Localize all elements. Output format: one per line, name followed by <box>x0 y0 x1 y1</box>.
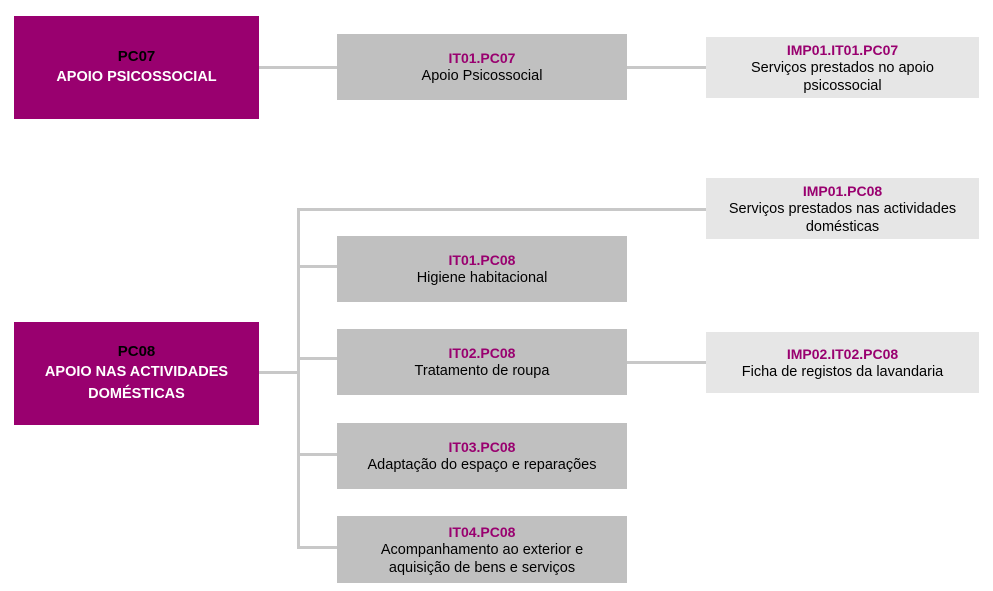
connector-spine-it02-pc08 <box>297 357 338 360</box>
instruction-label: Tratamento de roupa <box>414 363 550 379</box>
record-code: IMP01.PC08 <box>802 182 883 199</box>
connector-spine-it01-pc08 <box>297 265 338 268</box>
process-title: APOIO NAS ACTIVIDADES DOMÉSTICAS <box>44 363 229 402</box>
process-title: APOIO PSICOSSOCIAL <box>56 68 217 85</box>
instruction-code: IT03.PC08 <box>448 439 516 455</box>
record-code: IMP01.IT01.PC07 <box>786 41 899 58</box>
connector-spine-it03-pc08 <box>297 453 338 456</box>
record-label: Serviços prestados no apoio psicossocial <box>751 59 934 94</box>
instruction-label: Apoio Psicossocial <box>421 68 543 84</box>
process-box-pc08: PC08 APOIO NAS ACTIVIDADES DOMÉSTICAS <box>14 322 259 425</box>
instruction-code: IT04.PC08 <box>448 523 516 540</box>
instruction-box-it02-pc08: IT02.PC08 Tratamento de roupa <box>337 329 627 395</box>
instruction-code: IT02.PC08 <box>448 345 516 361</box>
record-box-imp01-it01-pc07: IMP01.IT01.PC07 Serviços prestados no ap… <box>706 37 979 98</box>
instruction-label: Higiene habitacional <box>416 270 548 286</box>
connector-pc08-trunk <box>258 371 300 374</box>
instruction-code: IT01.PC08 <box>448 252 516 268</box>
instruction-code: IT01.PC07 <box>448 50 516 66</box>
connector-spine-it04-pc08 <box>297 546 338 549</box>
process-code: PC07 <box>117 47 156 65</box>
instruction-label: Acompanhamento ao exterior e aquisição d… <box>380 541 584 576</box>
connector-spine-imp01-pc08 <box>297 208 706 211</box>
instruction-box-it03-pc08: IT03.PC08 Adaptação do espaço e reparaçõ… <box>337 423 627 489</box>
instruction-box-it01-pc08: IT01.PC08 Higiene habitacional <box>337 236 627 302</box>
record-box-imp02-it02-pc08: IMP02.IT02.PC08 Ficha de registos da lav… <box>706 332 979 393</box>
instruction-label: Adaptação do espaço e reparações <box>367 457 597 473</box>
instruction-box-it04-pc08: IT04.PC08 Acompanhamento ao exterior e a… <box>337 516 627 583</box>
record-label: Ficha de registos da lavandaria <box>741 363 944 380</box>
record-code: IMP02.IT02.PC08 <box>786 345 899 362</box>
connector-pc07-it01 <box>258 66 338 69</box>
instruction-box-it01-pc07: IT01.PC07 Apoio Psicossocial <box>337 34 627 100</box>
connector-it02-imp02-pc08 <box>626 361 706 364</box>
connector-vertical-spine <box>297 208 300 549</box>
process-box-pc07: PC07 APOIO PSICOSSOCIAL <box>14 16 259 119</box>
connector-it01-imp01-pc07 <box>626 66 706 69</box>
record-box-imp01-pc08: IMP01.PC08 Serviços prestados nas activi… <box>706 178 979 239</box>
record-label: Serviços prestados nas actividades domés… <box>728 200 957 235</box>
process-code: PC08 <box>117 342 156 360</box>
